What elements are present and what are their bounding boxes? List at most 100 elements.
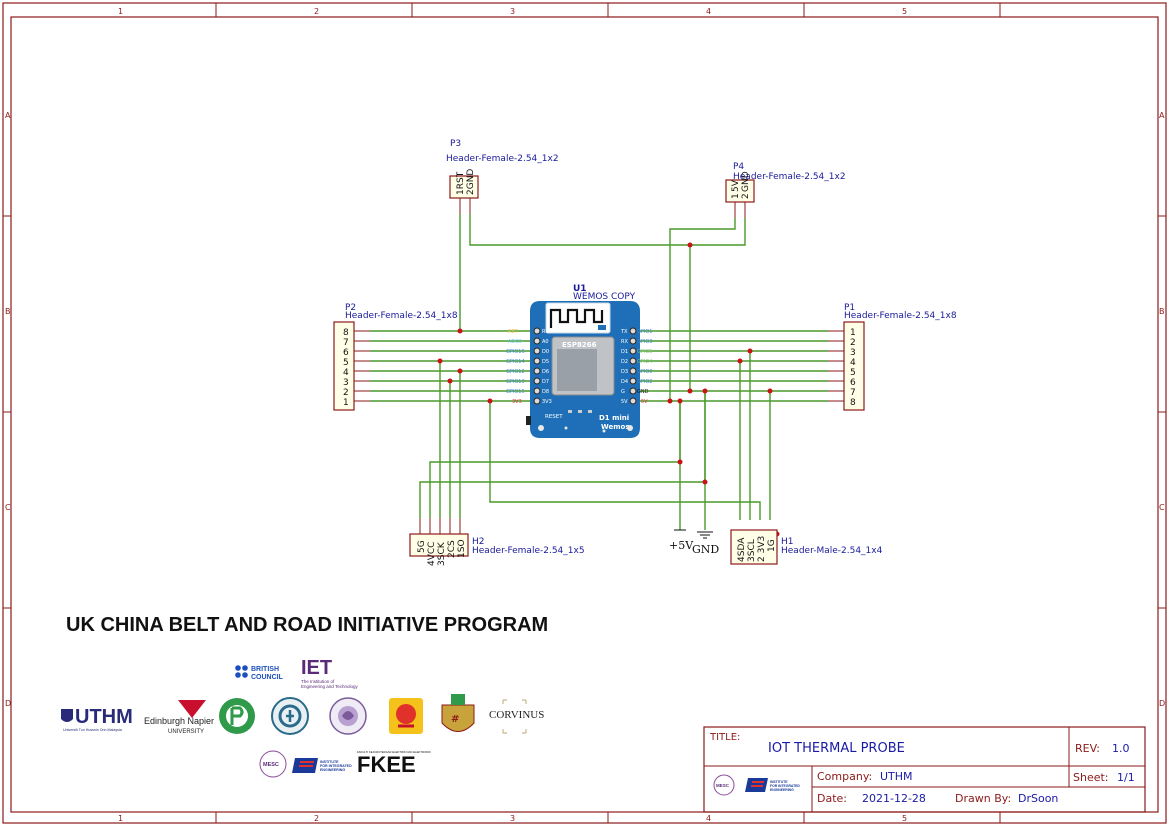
board-name-1: D1 mini: [599, 414, 629, 422]
wire-p4-gnd: [689, 218, 746, 391]
uthm-text: UTHM: [75, 706, 133, 728]
tb-company-label: Company:: [817, 770, 872, 783]
wire-p3-gnd: [469, 214, 690, 246]
board-name-2: Wemos: [601, 423, 630, 431]
col-label-bottom-3: 3: [510, 814, 515, 823]
p2-pin-label: 8: [343, 328, 349, 338]
h1-ref: H1: [781, 537, 794, 547]
tb-drawn-label: Drawn By:: [955, 792, 1011, 805]
board-pin-name: RST: [542, 329, 553, 335]
h1-pin: 2 3V3: [757, 536, 767, 562]
board-pin-name: D4: [621, 379, 628, 385]
board-left-silk: RST A0 D0 D5 D6 D7 D8 3V3: [542, 329, 553, 405]
shield-emblem-mark: #: [451, 714, 459, 725]
p3-pin-2: 2GND: [466, 169, 476, 195]
ie-line3: ENGINEERING: [320, 768, 345, 772]
u1-value: WEMOS COPY: [573, 292, 636, 302]
row-label-left-c: C: [5, 503, 11, 512]
p3-ref: P3: [450, 139, 461, 149]
col-label-top-3: 3: [510, 7, 515, 16]
tb-date-label: Date:: [817, 792, 847, 805]
component-u1: U1 WEMOS COPY ESP8266 RST A0 D0 D5 D6: [506, 284, 652, 438]
logo-seal-purple: [329, 697, 367, 735]
gpio-label: GND: [637, 389, 649, 395]
component-h1: 4SDA 3SCL 2 3V3 1G H1 Header-Male-2.54_1…: [730, 529, 883, 565]
p1-pin-label: 1: [850, 328, 856, 338]
p4-pin-1-number: 1: [731, 193, 741, 199]
p3-pin-1: 1RST: [456, 171, 466, 195]
row-label-right-b: B: [1159, 307, 1165, 316]
row-label-right-c: C: [1159, 503, 1165, 512]
tb-rev-label: REV:: [1075, 742, 1100, 755]
p2-pin-label: 6: [343, 348, 349, 358]
col-label-top-1: 1: [118, 7, 123, 16]
logo-british-council: BRITISH COUNCIL: [235, 665, 284, 681]
junction-dot: [487, 398, 493, 404]
h1-value: Header-Male-2.54_1x4: [781, 546, 883, 556]
board-pin-name: 3V3: [542, 399, 552, 405]
board-reset-label: RESET: [545, 414, 563, 420]
row-label-right-d: D: [1159, 699, 1165, 708]
tb-logo-integrated-engineering: INSTITUTE FOR INTEGRATED ENGINEERING: [745, 778, 800, 792]
p4-pin-2-name: GND: [741, 171, 751, 192]
wire-3v3: [489, 401, 761, 520]
iet-mark: IET: [301, 657, 332, 679]
junction-dot: [447, 378, 453, 384]
junction-dot: [677, 459, 683, 465]
power-5v-symbol: +5V: [669, 529, 694, 552]
u1-ref: U1: [573, 284, 587, 294]
p1-value: Header-Female-2.54_1x8: [844, 311, 957, 321]
junctions: [437, 242, 780, 537]
p2-pin-label: 3: [343, 378, 349, 388]
tb-rev-value: 1.0: [1112, 742, 1130, 755]
junction-dot: [457, 368, 463, 374]
board-pin-name: A0: [542, 339, 549, 345]
logo-edinburgh-napier: Edinburgh Napier UNIVERSITY: [144, 700, 214, 735]
fkee-text: FKEE: [357, 752, 416, 777]
corvinus-text: CORVINUS: [489, 709, 544, 721]
junction-dot: [702, 479, 708, 485]
ie-line1: INSTITUTE: [320, 760, 339, 764]
tb-date-value: 2021-12-28: [862, 792, 926, 805]
tb-mesc-text: MESC: [716, 783, 730, 788]
gpio-label: GPIO4: [637, 359, 652, 365]
gpio-label: ADC0: [508, 339, 522, 345]
h2-pin: 5G: [417, 540, 427, 553]
h2-value: Header-Female-2.54_1x5: [472, 546, 585, 556]
board-pin-name: TX: [620, 329, 628, 335]
col-label-bottom-5: 5: [902, 814, 907, 823]
logo-iet: IET The Institution of Engineering and T…: [301, 657, 358, 689]
h2-pin: 2CS: [447, 540, 457, 558]
pwr-5v-label: +5V: [669, 539, 694, 552]
board-gpio-labels: RST ADC0 GPIO16 GPIO14 GPIO12 GPIO13 GPI…: [506, 329, 652, 405]
row-label-right-a: A: [1159, 111, 1165, 120]
h1-pin: 4SDA: [737, 537, 747, 562]
board-pin-name: RX: [621, 339, 628, 345]
p4-pin-1-name: 5V: [731, 179, 741, 192]
logo-integrated-engineering: INSTITUTE FOR INTEGRATED ENGINEERING: [292, 758, 352, 773]
p4-ref: P4: [733, 162, 744, 172]
wemos-board: ESP8266 RST A0 D0 D5 D6 D7 D8 3V3 TX RX …: [526, 301, 640, 438]
tb-ie-line1: INSTITUTE: [770, 780, 788, 784]
tb-drawn-value: DrSoon: [1018, 792, 1058, 805]
gpio-label: GPIO0: [637, 369, 652, 375]
program-title: UK CHINA BELT AND ROAD INITIATIVE PROGRA…: [66, 614, 549, 636]
tb-logo-mesc: MESC: [713, 774, 735, 796]
p1-ref: P1: [844, 303, 855, 313]
gpio-label: GPIO16: [506, 349, 525, 355]
board-pin-name: D2: [621, 359, 628, 365]
board-pin-pads: [533, 327, 637, 405]
tb-ie-line2: FOR INTEGRATED: [770, 784, 800, 788]
board-pin-name: D8: [542, 389, 549, 395]
gpio-label: GPIO5: [637, 349, 652, 355]
p1-pin-label: 2: [850, 338, 856, 348]
board-chip-label: ESP8266: [562, 341, 597, 349]
gpio-label: GPIO12: [506, 369, 525, 375]
uthm-subtext: Universiti Tun Hussein Onn Malaysia: [63, 728, 122, 732]
logo-seal-teal: [271, 697, 309, 735]
col-label-top-4: 4: [706, 7, 711, 16]
gpio-label: GPIO2: [637, 379, 652, 385]
p3-value: Header-Female-2.54_1x2: [446, 154, 559, 164]
h2-pin: 4VCC: [427, 542, 437, 566]
